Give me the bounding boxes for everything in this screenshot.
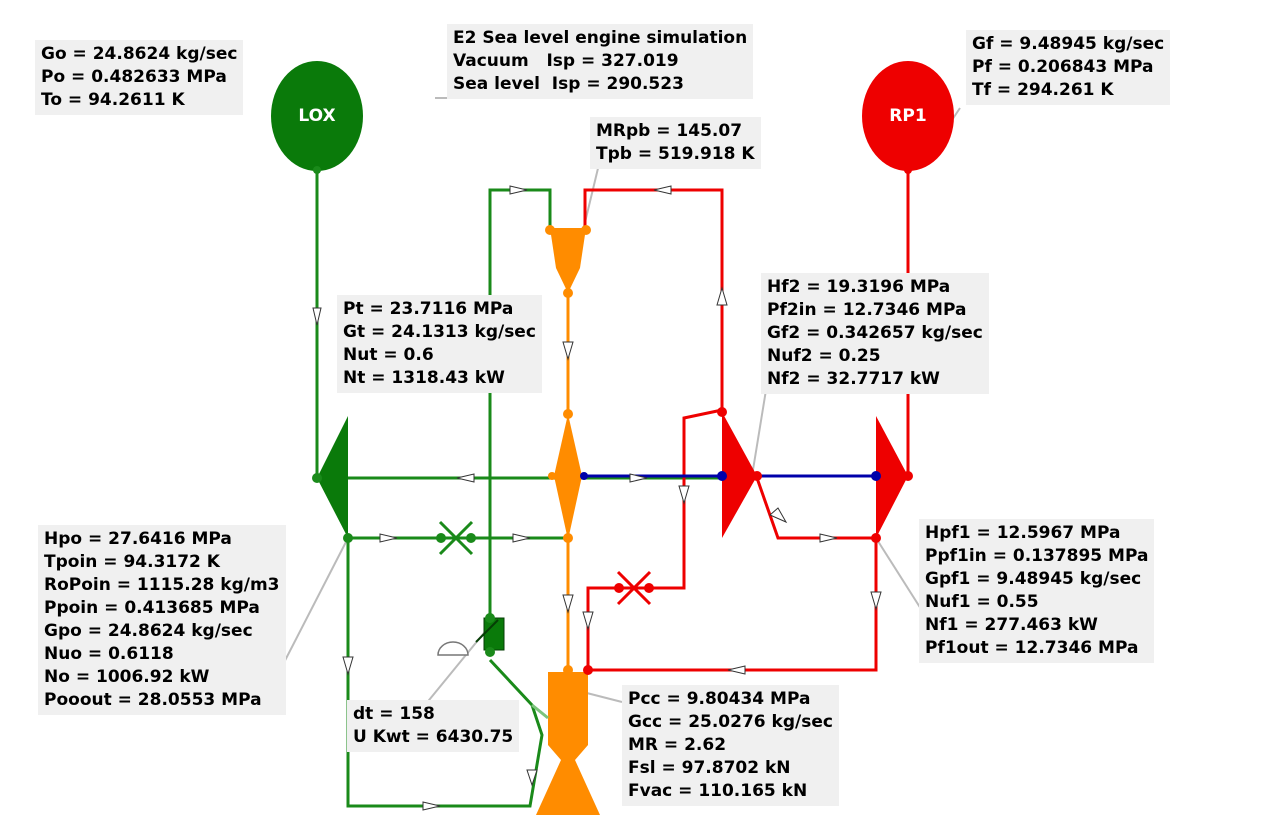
turbine-gt: Gt = 24.1313 kg/sec — [343, 322, 536, 342]
lox-tank-label: LOX — [298, 106, 335, 126]
fuel-inlet-box: Gf = 9.48945 kg/sec Pf = 0.206843 MPa Tf… — [966, 30, 1171, 105]
fuel-lines — [583, 168, 910, 672]
rp1-tank[interactable]: RP1 — [862, 61, 954, 174]
lox-inlet-go: Go = 24.8624 kg/sec — [41, 44, 238, 64]
turbine-pt: Pt = 23.7116 MPa — [343, 299, 514, 319]
fuel-pump1-ppf1in: Ppf1in = 0.137895 MPa — [925, 546, 1149, 566]
fuel-pump-2[interactable] — [717, 407, 762, 538]
preburner-box: MRpb = 145.07 Tpb = 519.918 K — [590, 117, 761, 169]
simulation-summary: E2 Sea level engine simulation Vacuum Is… — [447, 24, 754, 99]
turbine-box: Pt = 23.7116 MPa Gt = 24.1313 kg/sec Nut… — [337, 295, 542, 393]
lox-pump-nuo: Nuo = 0.6118 — [44, 644, 174, 664]
fuel-pump2-hf2: Hf2 = 19.3196 MPa — [767, 277, 951, 297]
chamber-fvac: Fvac = 110.165 kN — [628, 781, 808, 801]
chamber-box: Pcc = 9.80434 MPa Gcc = 25.0276 kg/sec M… — [622, 685, 839, 806]
heat-exchanger[interactable] — [437, 613, 505, 657]
fuel-pump2-box: Hf2 = 19.3196 MPa Pf2in = 12.7346 MPa Gf… — [761, 273, 989, 394]
fuel-pump1-nuf1: Nuf1 = 0.55 — [925, 592, 1039, 612]
fuel-pump1-pf1out: Pf1out = 12.7346 MPa — [925, 638, 1139, 658]
lox-pump-box: Hpo = 27.6416 MPa Tpoin = 94.3172 K RoPo… — [38, 525, 286, 715]
gauge-icon — [437, 641, 469, 656]
fuel-pump2-nuf2: Nuf2 = 0.25 — [767, 346, 881, 366]
lox-pump-gpo: Gpo = 24.8624 kg/sec — [44, 621, 253, 641]
oxidizer-valve[interactable] — [436, 520, 476, 556]
turbine-nut: Nut = 0.6 — [343, 345, 434, 365]
chamber-mr: MR = 2.62 — [628, 735, 727, 755]
turbine[interactable] — [548, 409, 588, 543]
lox-pump-tpoin: Tpoin = 94.3172 K — [44, 552, 220, 572]
preburner[interactable] — [545, 225, 591, 298]
preburner-mr: MRpb = 145.07 — [596, 121, 743, 141]
lox-pump-ropoin: RoPoin = 1115.28 kg/m3 — [44, 575, 280, 595]
chamber-fsl: Fsl = 97.8702 kN — [628, 758, 791, 778]
fuel-inlet-gf: Gf = 9.48945 kg/sec — [972, 34, 1165, 54]
lox-pump[interactable] — [312, 416, 353, 543]
lox-pump-hpo: Hpo = 27.6416 MPa — [44, 529, 232, 549]
heat-exchanger-box: dt = 158 U Kwt = 6430.75 — [347, 700, 520, 752]
fuel-valve[interactable] — [614, 570, 654, 606]
combustion-chamber[interactable] — [531, 665, 600, 815]
lox-inlet-to: To = 94.2611 K — [41, 90, 185, 110]
fuel-pump2-pf2in: Pf2in = 12.7346 MPa — [767, 300, 967, 320]
simulation-title: E2 Sea level engine simulation — [453, 28, 748, 48]
fuel-pump1-hpf1: Hpf1 = 12.5967 MPa — [925, 523, 1121, 543]
sealevel-isp: Sea level Isp = 290.523 — [453, 74, 684, 94]
fuel-inlet-tf: Tf = 294.261 K — [972, 80, 1114, 100]
fuel-pump1-gpf1: Gpf1 = 9.48945 kg/sec — [925, 569, 1142, 589]
fuel-pump2-nf2: Nf2 = 32.7717 kW — [767, 369, 940, 389]
fuel-pump1-box: Hpf1 = 12.5967 MPa Ppf1in = 0.137895 MPa… — [919, 519, 1155, 663]
rp1-tank-label: RP1 — [889, 106, 926, 126]
preburner-temp: Tpb = 519.918 K — [596, 144, 755, 164]
lox-tank[interactable]: LOX — [271, 61, 363, 174]
lox-inlet-po: Po = 0.482633 MPa — [41, 67, 227, 87]
lox-pump-no: No = 1006.92 kW — [44, 667, 210, 687]
fuel-inlet-pf: Pf = 0.206843 MPa — [972, 57, 1154, 77]
lox-pump-ppoin: Ppoin = 0.413685 MPa — [44, 598, 260, 618]
heat-exchanger-ukwt: U Kwt = 6430.75 — [353, 727, 514, 747]
lox-pump-pooout: Pooout = 28.0553 MPa — [44, 690, 262, 710]
chamber-pcc: Pcc = 9.80434 MPa — [628, 689, 811, 709]
heat-exchanger-dt: dt = 158 — [353, 704, 435, 724]
turbine-nt: Nt = 1318.43 kW — [343, 368, 505, 388]
chamber-gcc: Gcc = 25.0276 kg/sec — [628, 712, 833, 732]
fuel-pump1-nf1: Nf1 = 277.463 kW — [925, 615, 1098, 635]
vacuum-isp: Vacuum Isp = 327.019 — [453, 51, 679, 71]
fuel-pump2-gf2: Gf2 = 0.342657 kg/sec — [767, 323, 983, 343]
fuel-pump-1[interactable] — [871, 416, 913, 543]
lox-inlet-box: Go = 24.8624 kg/sec Po = 0.482633 MPa To… — [35, 40, 244, 115]
